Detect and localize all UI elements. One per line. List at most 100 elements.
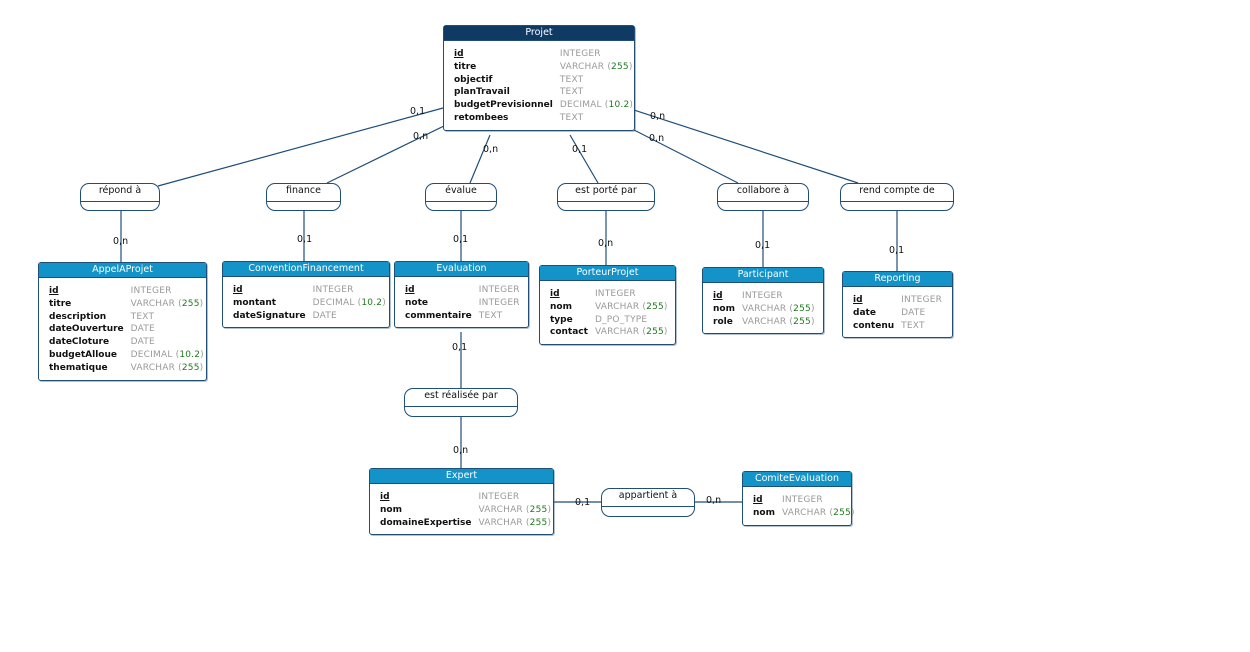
field-name: domaineExpertise: [380, 517, 472, 528]
field-type: INTEGER: [741, 291, 783, 301]
field-type: INTEGER: [901, 295, 943, 305]
field-name: planTravail: [454, 87, 510, 98]
field-row: id INTEGER: [713, 290, 815, 303]
field-type: VARCHAR (255): [478, 504, 552, 515]
entity-conventionfinancement-title: ConventionFinancement: [223, 262, 389, 277]
field-type: DATE: [130, 324, 155, 335]
field-type: TEXT: [901, 320, 925, 331]
field-type: INTEGER: [559, 49, 601, 59]
field-row: date DATE: [853, 307, 942, 320]
field-name: budgetAlloue: [49, 349, 117, 360]
field-type: INTEGER: [478, 297, 520, 308]
field-type: VARCHAR (255): [559, 61, 633, 72]
relation-rend-compte-de[interactable]: rend compte de: [840, 183, 954, 211]
field-name: note: [405, 297, 428, 308]
cardinality-rend-reporting: 0,1: [889, 245, 905, 256]
field-name: role: [713, 316, 733, 327]
cardinality-rend-projet: 0,n: [650, 111, 666, 122]
cardinality-collabore-projet: 0,n: [649, 133, 665, 144]
field-type: DATE: [901, 307, 926, 318]
field-row: titre VARCHAR (255): [454, 61, 633, 74]
field-type: INTEGER: [478, 492, 520, 502]
field-type: VARCHAR (255): [130, 362, 204, 373]
line-projet-finance: [326, 124, 447, 184]
line-projet-collabore: [633, 129, 739, 184]
cardinality-realisee-expert: 0,n: [453, 445, 469, 456]
primary-key-field: id: [853, 295, 863, 305]
field-row: thematique VARCHAR (255): [49, 362, 204, 375]
relation-est-realisee-par[interactable]: est réalisée par: [404, 388, 518, 417]
field-name: titre: [454, 61, 477, 72]
entity-reporting-title: Reporting: [843, 272, 952, 287]
entity-expert-title: Expert: [370, 469, 553, 484]
line-projet-rend: [633, 109, 859, 184]
field-type: INTEGER: [130, 286, 172, 296]
relation-appartient-a-label: appartient à: [602, 489, 694, 507]
field-name: thematique: [49, 362, 108, 373]
field-name: type: [550, 314, 573, 325]
cardinality-collabore-participant: 0,1: [755, 240, 771, 251]
relation-repond-a[interactable]: répond à: [80, 183, 160, 211]
cardinality-evalue-projet: 0,n: [483, 144, 499, 155]
entity-appelaprojet-title: AppelAProjet: [39, 263, 206, 278]
entity-evaluation-title: Evaluation: [395, 262, 528, 277]
cardinality-evalue-evaluation: 0,1: [453, 234, 469, 245]
cardinality-repond-appel: 0,n: [113, 236, 129, 247]
entity-comiteevaluation-title: ComiteEvaluation: [743, 472, 851, 487]
relation-collabore-a[interactable]: collabore à: [717, 183, 809, 211]
field-name: date: [853, 307, 876, 318]
field-name: nom: [713, 303, 735, 314]
field-row: type D_PO_TYPE: [550, 314, 668, 327]
primary-key-field: id: [550, 289, 560, 299]
relation-evalue-label: évalue: [426, 184, 496, 202]
relation-finance[interactable]: finance: [266, 183, 341, 211]
field-type: VARCHAR (255): [741, 316, 815, 327]
relation-est-porte-par[interactable]: est porté par: [557, 183, 655, 211]
cardinality-repond-projet: 0,1: [410, 106, 426, 117]
relation-appartient-a[interactable]: appartient à: [601, 488, 695, 517]
field-type: TEXT: [130, 311, 155, 322]
field-type: VARCHAR (255): [781, 507, 855, 518]
field-row: note INTEGER: [405, 297, 520, 310]
field-type: D_PO_TYPE: [594, 314, 648, 325]
relation-collabore-a-label: collabore à: [718, 184, 808, 202]
field-name: dateCloture: [49, 337, 110, 348]
cardinality-porte-porteur: 0,n: [598, 238, 614, 249]
field-type: DECIMAL (10.2): [130, 349, 204, 360]
field-type: VARCHAR (255): [594, 301, 668, 312]
relation-repond-a-label: répond à: [81, 184, 159, 202]
relation-evalue[interactable]: évalue: [425, 183, 497, 211]
field-type: TEXT: [478, 310, 503, 321]
field-type: TEXT: [559, 74, 584, 85]
entity-projet-title: Projet: [444, 26, 634, 41]
primary-key-field: id: [233, 285, 243, 295]
primary-key-field: id: [713, 291, 723, 301]
field-name: nom: [380, 504, 402, 515]
